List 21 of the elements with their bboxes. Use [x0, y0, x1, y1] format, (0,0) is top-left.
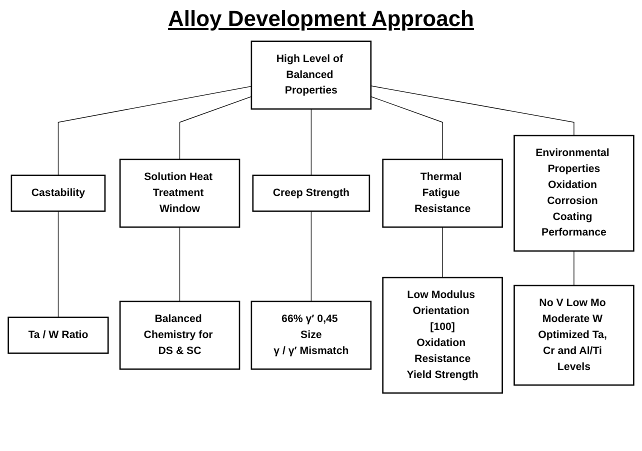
connector: [179, 226, 180, 302]
node-box: Solution Heat Treatment Window: [119, 158, 240, 228]
node-box: Thermal Fatigue Resistance: [382, 158, 503, 228]
connector: [58, 210, 59, 318]
node-box: High Level of Balanced Properties: [250, 40, 372, 110]
diagram-title: Alloy Development Approach: [166, 6, 475, 32]
connector: [310, 210, 312, 302]
node-box: Environmental Properties Oxidation Corrosion Coating Performance: [514, 134, 634, 252]
node-box: Balanced Chemistry for DS & SC: [119, 300, 240, 370]
connector: [370, 96, 443, 160]
connector: [179, 96, 252, 160]
node-box: Low Modulus Orientation [100] Oxidation Resistance Yield Strength: [382, 276, 503, 394]
connector: [58, 86, 252, 176]
node-box: 66% γ′ 0,45 Size γ / γ′ Mismatch: [250, 300, 372, 370]
node-box: Castability: [10, 174, 106, 212]
node-box: Creep Strength: [252, 174, 370, 212]
node-box: Ta / W Ratio: [8, 316, 109, 354]
connector: [442, 226, 443, 278]
node-box: No V Low Mo Moderate W Optimized Ta, Cr and Al/Ti Levels: [514, 284, 634, 386]
connector: [370, 86, 574, 136]
connector: [310, 108, 312, 176]
